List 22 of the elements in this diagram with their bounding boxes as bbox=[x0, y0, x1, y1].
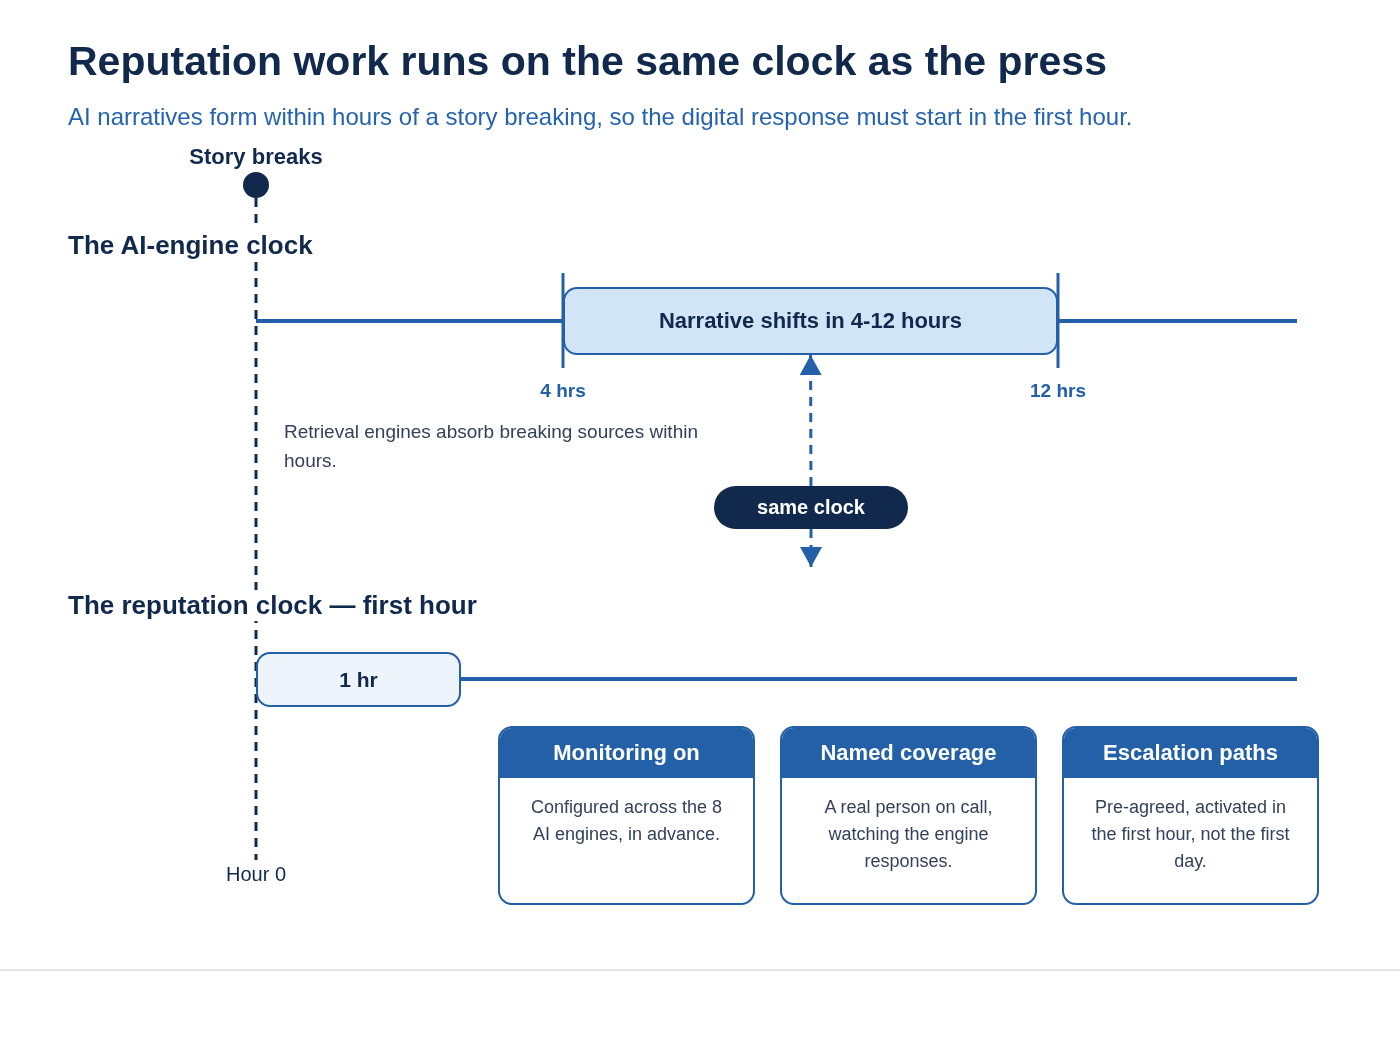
subtitle: AI narratives form within hours of a story breaking, so the digital response must start in the first hour. bbox=[68, 103, 1133, 131]
event-label: Story breaks bbox=[188, 144, 324, 170]
card-header: Escalation paths bbox=[1064, 728, 1317, 778]
callout-badge: same clock bbox=[714, 486, 908, 529]
time-span-box: 1 hr bbox=[256, 652, 461, 707]
title: Reputation work runs on the same clock as the press bbox=[68, 38, 1107, 85]
dashed-line bbox=[254, 198, 258, 860]
note-text: Retrieval engines absorb breaking sources within hours. bbox=[284, 420, 699, 473]
info-card bbox=[780, 726, 1037, 905]
info-card bbox=[1062, 726, 1319, 905]
card-header: Monitoring on bbox=[500, 728, 753, 778]
card-text: A real person on call, watching the engine responses. bbox=[823, 796, 994, 873]
tick-label: 4 hrs bbox=[539, 380, 587, 402]
card-header: Named coverage bbox=[782, 728, 1035, 778]
card-text: Configured across the 8 AI engines, in advance. bbox=[529, 796, 724, 846]
dashed-arrow bbox=[799, 355, 822, 486]
axis-label: Hour 0 bbox=[196, 860, 316, 888]
time-span-box: Narrative shifts in 4-12 hours bbox=[563, 287, 1058, 355]
card-text: Pre-agreed, activated in the first hour, not the first day. bbox=[1090, 796, 1291, 873]
info-card bbox=[498, 726, 755, 905]
dashed-arrow bbox=[800, 529, 822, 567]
tick-label: 12 hrs bbox=[1029, 380, 1087, 402]
